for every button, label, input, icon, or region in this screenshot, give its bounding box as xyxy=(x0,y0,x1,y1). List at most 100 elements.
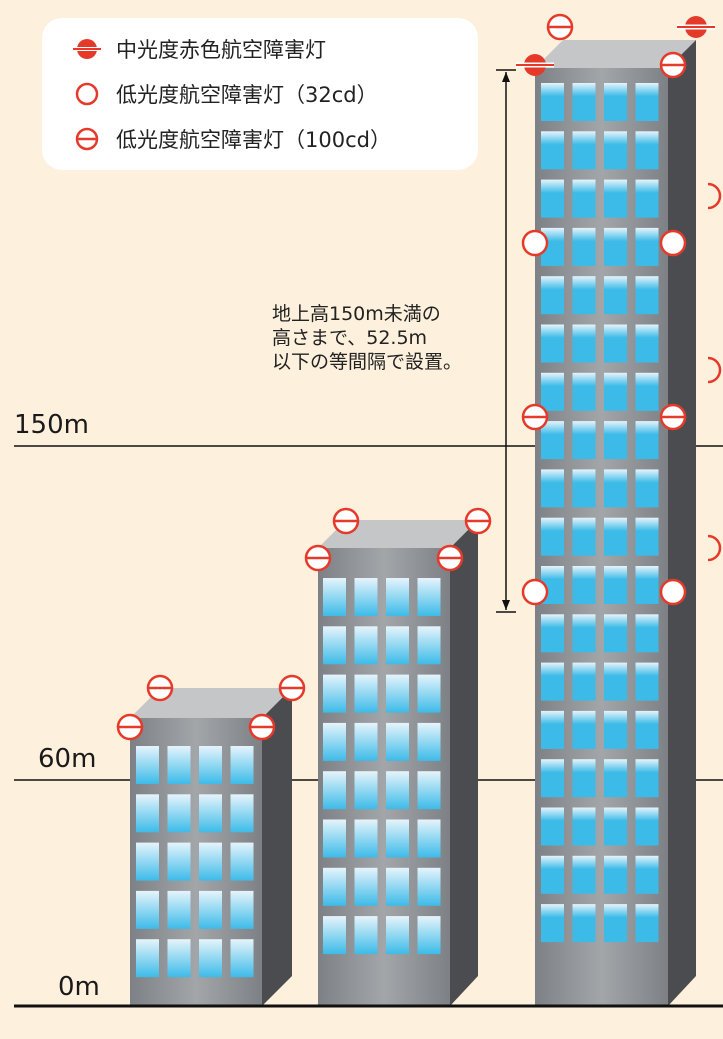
window xyxy=(604,469,627,508)
window xyxy=(572,855,596,894)
window xyxy=(354,916,378,955)
window xyxy=(541,710,564,749)
note-line: 地上高150m未満の xyxy=(272,303,441,325)
window xyxy=(635,759,659,798)
window xyxy=(635,83,659,121)
window xyxy=(572,566,596,604)
low-light-32cd-icon xyxy=(521,578,549,606)
window xyxy=(354,771,378,810)
legend-item-low-32cd: 低光度航空障害灯（32cd） xyxy=(72,79,378,109)
window xyxy=(541,324,564,363)
window xyxy=(572,469,596,508)
low-light-32cd-icon xyxy=(75,82,99,106)
height-label-60m: 60m xyxy=(38,744,97,774)
window xyxy=(417,722,441,761)
window xyxy=(417,674,441,713)
medium-red-light-icon xyxy=(677,16,715,38)
window xyxy=(199,746,222,784)
window xyxy=(541,855,564,894)
window xyxy=(604,83,627,121)
window xyxy=(541,83,564,121)
window xyxy=(604,759,627,798)
window xyxy=(635,179,659,218)
window xyxy=(635,807,659,846)
window xyxy=(354,626,378,665)
window xyxy=(167,842,191,881)
low-light-100cd-icon xyxy=(464,507,492,535)
window xyxy=(604,227,627,266)
window xyxy=(572,904,596,943)
medium-red-light-icon xyxy=(73,39,101,59)
window xyxy=(199,939,222,978)
window xyxy=(323,916,346,955)
window xyxy=(354,819,378,858)
building-medium xyxy=(318,520,478,1006)
medium-red-light-icon xyxy=(516,54,554,76)
low-light-100cd-icon xyxy=(546,13,574,41)
low-light-100cd-icon xyxy=(248,713,276,741)
legend-label-low-100cd: 低光度航空障害灯（100cd） xyxy=(116,128,391,152)
low-light-100cd-icon xyxy=(659,51,687,79)
window xyxy=(323,867,346,906)
window xyxy=(386,578,409,616)
window xyxy=(604,131,627,170)
window xyxy=(167,746,191,784)
window xyxy=(323,674,346,713)
window xyxy=(635,469,659,508)
window xyxy=(604,372,627,411)
legend-label-medium-red: 中光度赤色航空障害灯 xyxy=(116,38,326,62)
window xyxy=(167,794,191,833)
window xyxy=(635,131,659,170)
window xyxy=(604,904,627,943)
window xyxy=(136,890,159,929)
window xyxy=(386,819,409,858)
window xyxy=(417,867,441,906)
low-light-32cd-icon xyxy=(707,182,722,210)
window xyxy=(417,578,441,616)
window xyxy=(604,662,627,701)
window xyxy=(323,771,346,810)
window xyxy=(386,867,409,906)
window xyxy=(635,276,659,315)
window xyxy=(604,421,627,460)
low-light-100cd-icon xyxy=(436,544,464,572)
window xyxy=(572,227,596,266)
window xyxy=(167,890,191,929)
window xyxy=(604,276,627,315)
window xyxy=(572,662,596,701)
window xyxy=(635,904,659,943)
window xyxy=(323,819,346,858)
window xyxy=(572,710,596,749)
window xyxy=(230,842,254,881)
window xyxy=(230,746,254,784)
window xyxy=(417,771,441,810)
window xyxy=(604,517,627,556)
window xyxy=(572,421,596,460)
window xyxy=(386,626,409,665)
legend-item-low-100cd: 低光度航空障害灯（100cd） xyxy=(72,124,391,154)
spacing-note: 地上高150m未満の 高さまで、52.5m 以下の等間隔で設置。 xyxy=(272,302,507,374)
window xyxy=(604,807,627,846)
window xyxy=(417,916,441,955)
building-tall xyxy=(535,40,696,1006)
window xyxy=(572,324,596,363)
low-light-32cd-icon xyxy=(707,534,722,562)
low-light-32cd-icon xyxy=(659,229,687,257)
window xyxy=(541,421,564,460)
window xyxy=(354,722,378,761)
window xyxy=(635,855,659,894)
window xyxy=(354,867,378,906)
low-light-100cd-icon xyxy=(332,507,360,535)
window xyxy=(136,842,159,881)
window xyxy=(635,517,659,556)
window xyxy=(230,890,254,929)
low-light-100cd-icon xyxy=(521,403,549,431)
window xyxy=(199,890,222,929)
height-label-0m: 0m xyxy=(58,972,100,1002)
window xyxy=(635,227,659,266)
window xyxy=(572,614,596,653)
window xyxy=(541,662,564,701)
window xyxy=(604,324,627,363)
window xyxy=(323,722,346,761)
window xyxy=(167,939,191,978)
